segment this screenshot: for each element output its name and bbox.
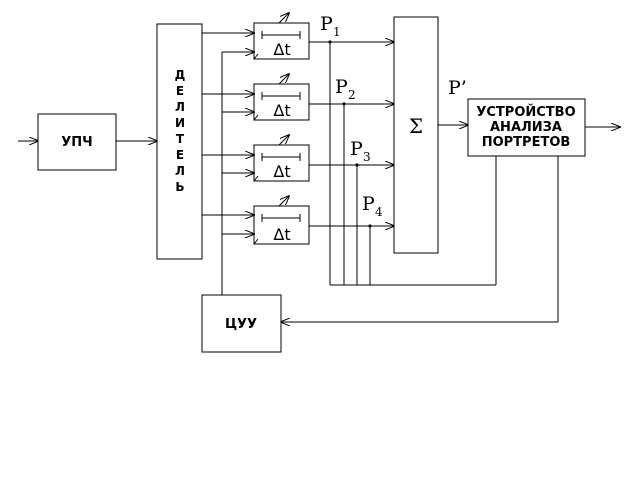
divider-letter-6: Л	[175, 164, 185, 178]
delay-to-sum-arrows	[309, 42, 394, 226]
sum-output-label: P’	[448, 77, 467, 99]
delay-block-4: Δt	[253, 196, 310, 245]
delay-block-3: Δt	[253, 135, 310, 182]
tap-lines	[328, 40, 497, 286]
control-bus	[221, 52, 254, 295]
tsuu-label: ЦУУ	[225, 317, 257, 332]
upch-label: УПЧ	[61, 135, 92, 150]
svg-text:P: P	[350, 138, 363, 160]
feedback-line	[281, 156, 559, 322]
delay-label-4: Δt	[273, 225, 290, 244]
analyzer-line-2: АНАЛИЗА	[490, 120, 562, 135]
output-label-p1: P 1	[320, 13, 341, 39]
output-label-p2: P 2	[335, 76, 356, 102]
divider-letter-3: И	[175, 116, 185, 130]
divider-block: Д Е Л И Т Е Л Ь	[156, 23, 203, 260]
delay-block-2: Δt	[253, 74, 310, 121]
delay-block-1: Δt	[253, 13, 310, 60]
analyzer-line-3: ПОРТРЕТОВ	[482, 135, 571, 150]
output-label-p3: P 3	[350, 138, 371, 164]
output-label-p4: P 4	[362, 193, 383, 219]
divider-letter-5: Е	[176, 148, 184, 162]
svg-text:4: 4	[375, 205, 383, 219]
divider-letter-2: Л	[175, 100, 185, 114]
upch-block: УПЧ	[37, 113, 117, 171]
svg-text:P: P	[362, 193, 375, 215]
analyzer-line-1: УСТРОЙСТВО	[476, 104, 575, 120]
divider-letter-0: Д	[175, 68, 186, 82]
svg-text:3: 3	[363, 150, 371, 164]
divider-letter-7: Ь	[175, 180, 184, 194]
divider-letter-4: Т	[176, 132, 185, 146]
svg-text:P: P	[320, 13, 333, 35]
tsuu-block: ЦУУ	[201, 294, 282, 353]
sum-block: Σ	[393, 16, 439, 254]
sum-symbol: Σ	[409, 114, 423, 138]
delay-label-2: Δt	[273, 101, 290, 120]
portrait-analyzer-block: УСТРОЙСТВО АНАЛИЗА ПОРТРЕТОВ	[467, 98, 586, 157]
delay-label-3: Δt	[273, 162, 290, 181]
divider-letter-1: Е	[176, 84, 184, 98]
svg-text:1: 1	[333, 25, 341, 39]
divider-to-delay-arrows	[202, 33, 254, 215]
svg-text:2: 2	[348, 88, 356, 102]
delay-label-1: Δt	[273, 40, 290, 59]
svg-text:P: P	[335, 76, 348, 98]
